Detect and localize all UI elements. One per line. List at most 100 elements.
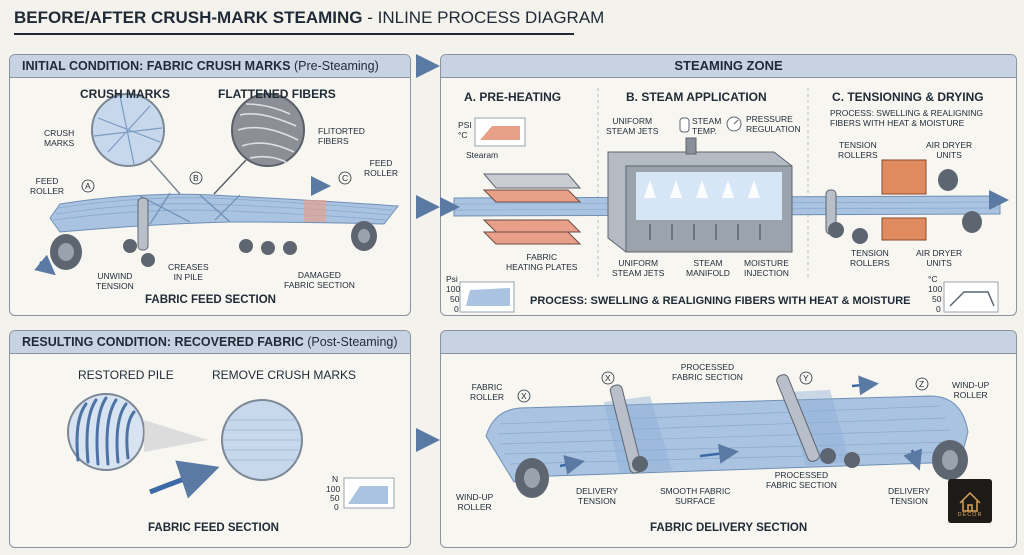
tension-rollers-top-label: TENSION ROLLERS: [838, 140, 878, 160]
air-dryer-bottom-label: AIR DRYER UNITS: [916, 248, 963, 268]
marker-x2: x: [605, 373, 611, 383]
guide-roller-1: [123, 239, 137, 253]
air-dryer-bottom: [881, 217, 927, 241]
steam-application-title: B. STEAM APPLICATION: [626, 90, 767, 104]
feed-roller-right-label: FEED ROLLER: [364, 158, 399, 178]
distorted-fibers-label: FLITORTED FIBERS: [318, 126, 365, 146]
title-separator: -: [362, 8, 378, 27]
marker-z: z: [919, 379, 925, 389]
guide-bar-1: [609, 384, 643, 474]
house-icon: [959, 491, 981, 512]
temp-tick-50: 50: [932, 294, 942, 304]
marker-x1: x: [521, 391, 527, 401]
drying-roller-top: [938, 169, 958, 191]
processed-section-top-label: PROCESSED FABRIC SECTION: [672, 362, 743, 382]
damaged-fabric-section: [304, 200, 326, 222]
delivery-fabric-web: [485, 395, 969, 483]
guide-roller-x: [632, 456, 648, 472]
recovery-tick-50: 50: [330, 493, 340, 503]
wind-up-roller-right-label: WIND-UP ROLLER: [952, 380, 990, 400]
delivery-tension-right-label: DELIVERY TENSION: [888, 486, 930, 506]
psi-tick-0: 0: [454, 304, 459, 314]
tension-rollers-bottom-label: TENSION ROLLERS: [850, 248, 890, 268]
preheating-title: A. PRE-HEATING: [464, 90, 562, 104]
guide-roller-5: [283, 241, 297, 255]
initial-condition-header: INITIAL CONDITION: FABRIC CRUSH MARKS (P…: [10, 55, 410, 78]
crush-marks-label: CRUSH MARKS: [44, 128, 75, 148]
resulting-condition-panel: RESULTING CONDITION: RECOVERED FABRIC (P…: [9, 330, 411, 548]
thermometer-icon: [679, 117, 690, 133]
tensioning-drying-title: C. TENSIONING & DRYING: [832, 90, 984, 104]
flattened-fibers-title: FLATTENED FIBERS: [218, 87, 336, 101]
creases-in-pile-label: CREASES IN PILE: [168, 262, 209, 282]
recovered-feed-caption: FABRIC FEED SECTION: [148, 522, 279, 534]
steam-manifold: [649, 224, 761, 240]
marker-c: c: [342, 173, 349, 183]
psi-tick-50: 50: [450, 294, 460, 304]
psi-c-label: Psi °C: [458, 120, 472, 140]
temp-graph-unit: °C: [928, 274, 938, 284]
guide-roller-4: [261, 241, 275, 255]
page-title: BEFORE/AFTER CRUSH-MARK STEAMING - INLIN…: [14, 8, 604, 28]
steaming-zone-header: STEAMING ZONE: [441, 55, 1016, 78]
guide-roller-2: [141, 253, 155, 267]
pressure-regulation-label: PRESSURE REGULATION: [746, 114, 801, 134]
recovery-graph-unit: N: [332, 474, 339, 484]
uniform-jets-bottom-label: UNIFORM STEAM JETS: [612, 258, 665, 278]
remove-crush-marks-title: REMOVE CRUSH MARKS: [212, 368, 357, 382]
guide-roller-3: [239, 239, 253, 253]
steam-chamber: [607, 137, 793, 253]
wind-up-roller-left-label: WIND-UP ROLLER: [456, 492, 494, 512]
delivery-section-caption: FABRIC DELIVERY SECTION: [650, 522, 808, 534]
steam-jets: [644, 180, 760, 198]
psi-graph-unit: Psi: [446, 274, 458, 284]
guide-roller-y2: [844, 452, 860, 468]
temp-tick-0: 0: [936, 304, 941, 314]
heating-plates: [482, 173, 582, 245]
feed-section-caption: FABRIC FEED SECTION: [145, 294, 276, 306]
temp-graph: [943, 281, 999, 313]
uniform-jets-top-label: UNIFORM STEAM JETS: [606, 116, 659, 136]
air-dryer-top-label: AIR DRYER UNITS: [926, 140, 973, 160]
crease-bar: [137, 197, 149, 251]
delivery-header: [441, 331, 1016, 354]
marker-y: y: [803, 373, 809, 383]
air-dryer-top: [881, 159, 927, 195]
initial-condition-panel: INITIAL CONDITION: FABRIC CRUSH MARKS (P…: [9, 54, 411, 316]
processed-section-2: [786, 390, 850, 466]
recovery-tick-100: 100: [326, 484, 341, 494]
moisture-injection-label: MOISTURE INJECTION: [744, 258, 789, 278]
unwind-tension-label: UNWIND TENSION: [96, 271, 134, 291]
recovery-arrow: [149, 460, 220, 499]
crush-creases: [139, 192, 241, 225]
title-sub: INLINE PROCESS DIAGRAM: [377, 8, 605, 27]
stearam-label: Stearam: [466, 150, 499, 160]
crush-marks-title: CRUSH MARKS: [80, 87, 170, 101]
heating-plates-label: FABRIC HEATING PLATES: [506, 252, 578, 272]
drying-roller-bottom: [962, 211, 982, 233]
steam-temp-label: STEAM TEMP.: [692, 116, 722, 136]
damaged-section-label: DAMAGED FABRIC SECTION: [284, 270, 355, 290]
delivery-tension-left-label: DELIVERY TENSION: [576, 486, 618, 506]
process-c-label: PROCESS: SWELLING & REALIGNING FIBERS WI…: [830, 108, 984, 128]
processed-section-bottom-label: PROCESSED FABRIC SECTION: [766, 470, 837, 490]
guide-bar-2: [776, 374, 820, 462]
guide-roller-y1: [820, 448, 836, 464]
temp-tick-100: 100: [928, 284, 943, 294]
smooth-surface-label: SMOOTH FABRIC SURFACE: [660, 486, 731, 506]
psi-tick-100: 100: [446, 284, 461, 294]
logo-text: DECOR: [957, 512, 983, 518]
marker-a: a: [85, 181, 91, 191]
tension-roller-2: [852, 228, 868, 244]
tension-roller-1: [828, 222, 844, 238]
fabric-roller-label: FABRIC ROLLER: [470, 382, 505, 402]
resulting-condition-header: RESULTING CONDITION: RECOVERED FABRIC (P…: [10, 331, 410, 354]
recovery-tick-0: 0: [334, 502, 339, 512]
steam-manifold-label: STEAM MANIFOLD: [686, 258, 730, 278]
marker-b: b: [193, 173, 199, 183]
restored-pile-title: RESTORED PILE: [78, 368, 174, 382]
